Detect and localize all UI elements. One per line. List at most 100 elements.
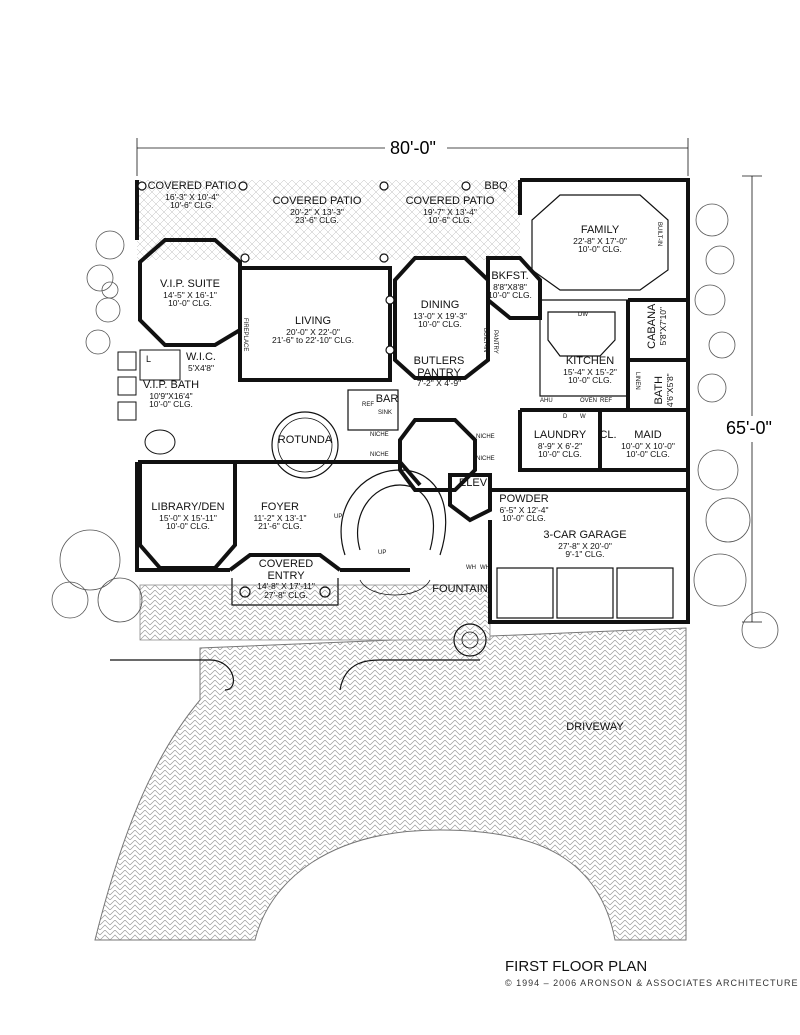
room-ceiling: 10'-0" CLG.: [149, 399, 193, 410]
vip-bath-fixtures: [117, 349, 181, 455]
rotunda-circle: [271, 411, 339, 479]
room-dims: 16'-3" X 10'-4": [165, 191, 219, 202]
room-name: COVERED PATIO: [405, 195, 495, 207]
room-cl: CL.: [596, 429, 620, 442]
tag-niche-1: NICHE: [370, 432, 389, 438]
center-hall-walls: [398, 418, 477, 492]
room-covered-patio-left: COVERED PATIO 16'-3" X 10'-4" 10'-6" CLG…: [140, 180, 244, 211]
room-covered-patio-center: COVERED PATIO 20'-2" X 13'-3" 23'-6" CLG…: [262, 195, 372, 225]
room-ceiling: 21'-6" CLG.: [258, 521, 302, 532]
room-name: MAID: [634, 429, 662, 441]
room-name: BAR: [375, 393, 399, 405]
room-dims: 14'-5" X 16'-1": [163, 289, 217, 300]
room-maid: MAID 10'-0" X 10'-0" 10'-0" CLG.: [610, 429, 686, 459]
tag-up-2: UP: [378, 550, 387, 556]
copyright-line: © 1994 – 2006 ARONSON & ASSOCIATES ARCHI…: [505, 978, 799, 988]
room-name: BATH: [652, 375, 665, 405]
room-driveway: DRIVEWAY: [555, 721, 635, 734]
tag-sink: SINK: [378, 410, 393, 416]
room-dims: 11'-2" X 13'-1": [253, 512, 307, 523]
front-walk-paving: [139, 584, 491, 641]
room-dims: 22'-8" X 17'-0": [573, 235, 627, 246]
tag-fireplace: FIREPLACE: [242, 318, 248, 352]
garage-door-3: [616, 567, 674, 619]
driveway-paving: [94, 627, 687, 941]
tag-niche-4: NICHE: [476, 456, 495, 462]
room-dining: DINING 13'-0" X 19'-3" 10'-0" CLG.: [400, 299, 480, 330]
room-dims: 8'-9" X 6'-2": [537, 440, 583, 451]
room-ceiling: 10'-0" CLG.: [418, 319, 462, 330]
garage-door-2: [556, 567, 614, 619]
room-name: COVERED ENTRY: [258, 558, 314, 582]
dining-walls: [393, 256, 490, 380]
room-laundry: LAUNDRY 8'-9" X 6'-2" 10'-0" CLG.: [528, 429, 592, 460]
room-dims: 4'6"X5'8": [664, 373, 675, 408]
room-name: W.I.C.: [186, 351, 216, 363]
room-dims: 13'-0" X 19'-3": [413, 310, 467, 321]
elevator-walls: [448, 473, 492, 523]
room-name: ELEV: [458, 477, 488, 489]
room-name: V.I.P. SUITE: [160, 278, 220, 290]
tag-niche-2: NICHE: [370, 452, 389, 458]
room-name: V.I.P. BATH: [142, 379, 200, 391]
room-dims: 6'-5" X 12'-4": [499, 504, 549, 515]
room-name: COVERED PATIO: [272, 195, 362, 207]
room-rotunda: ROTUNDA: [270, 434, 340, 447]
living-walls: [238, 266, 392, 382]
plan-title: FIRST FLOOR PLAN: [505, 958, 648, 975]
room-ceiling: 9'-1" CLG.: [565, 549, 605, 560]
room-vip-suite: V.I.P. SUITE 14'-5" X 16'-1" 10'-0" CLG.: [140, 278, 240, 309]
room-bkfst: BKFST. 8'8"X8'8" 10'-0" CLG.: [482, 270, 538, 300]
room-dims: 14'-8" X 17'-11": [257, 581, 315, 592]
room-kitchen: KITCHEN 15'-4" X 15'-2" 10'-0" CLG.: [550, 355, 630, 386]
room-library: LIBRARY/DEN 15'-0" X 15'-11" 10'-0" CLG.: [144, 501, 232, 532]
tag-ref-1: REF: [362, 402, 374, 408]
room-ceiling: 27'-8" CLG.: [264, 590, 308, 601]
patio-columns: [137, 181, 471, 355]
spiral-stair: [340, 469, 447, 556]
room-name: DINING: [420, 299, 460, 311]
room-name: KITCHEN: [565, 355, 615, 367]
tag-built-in-2: BUILT-IN: [482, 328, 488, 353]
room-name: BBQ: [484, 180, 508, 192]
room-garage: 3-CAR GARAGE 27'-8" X 20'-0" 9'-1" CLG.: [530, 529, 640, 560]
garage-door-1: [496, 567, 554, 619]
room-ceiling: 10'-0" CLG.: [168, 298, 212, 309]
width-dimension-line: [136, 138, 689, 176]
room-name: LIBRARY/DEN: [151, 501, 225, 513]
tag-niche-3: NICHE: [476, 434, 495, 440]
tag-d: D: [563, 414, 568, 420]
tag-oven: OVEN: [580, 398, 598, 404]
tag-up-1: UP: [334, 514, 343, 520]
room-ceiling: 10'-0" CLG.: [538, 449, 582, 460]
room-covered-patio-right: COVERED PATIO 19'-7" X 13'-4" 10'-6" CLG…: [400, 195, 500, 225]
room-name: FOUNTAIN: [432, 583, 488, 595]
room-ceiling: 10'-0" CLG.: [166, 521, 210, 532]
vip-suite-walls: [138, 238, 242, 347]
room-dims: 5'8"X7'10": [657, 306, 668, 346]
room-name: BUTLERS PANTRY: [413, 355, 465, 379]
tag-linen: LINEN: [634, 372, 640, 390]
room-ceiling: 10'-6" CLG.: [170, 200, 214, 211]
room-name: LAUNDRY: [533, 429, 587, 441]
room-bbq: BBQ: [478, 180, 514, 193]
room-vip-bath: V.I.P. BATH 10'9"X16'4" 10'-0" CLG.: [140, 379, 202, 410]
room-name: FAMILY: [580, 224, 620, 236]
room-dims: 27'-8" X 20'-0": [558, 540, 612, 551]
room-ceiling: 10'-0" CLG.: [502, 513, 546, 524]
room-name: FOYER: [261, 501, 299, 513]
room-butlers-pantry: BUTLERS PANTRY 7'-2" X 4'-9": [394, 355, 484, 388]
room-ceiling: 10'-0" CLG.: [568, 375, 612, 386]
room-covered-entry: COVERED ENTRY 14'-8" X 17'-11" 27'-8" CL…: [246, 558, 326, 601]
room-name: COVERED PATIO: [147, 180, 237, 192]
room-dims: 15'-4" X 15'-2": [563, 366, 617, 377]
room-fountain: FOUNTAIN: [430, 583, 490, 596]
room-wic: W.I.C. 5'X4'8": [176, 351, 226, 373]
foliage: [51, 203, 779, 649]
room-powder: POWDER 6'-5" X 12'-4" 10'-0" CLG.: [484, 493, 564, 524]
room-dims: 5'X4'8": [187, 362, 215, 373]
room-dims: 15'-0" X 15'-11": [159, 512, 217, 523]
room-dims: 19'-7" X 13'-4": [423, 206, 477, 217]
room-bath: BATH 4'6"X5'8": [652, 366, 675, 414]
